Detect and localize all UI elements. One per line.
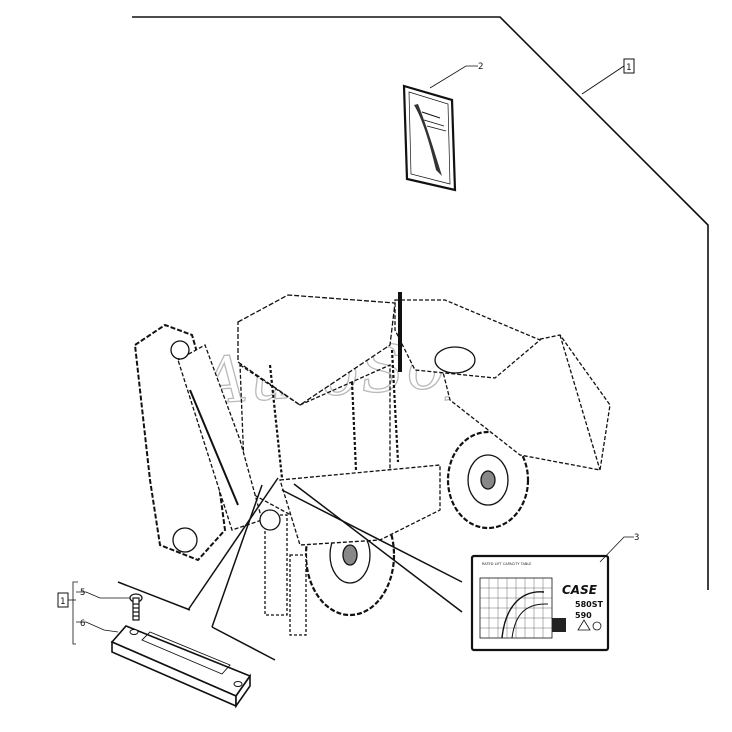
- callout-1-bottom-label: 1: [60, 597, 65, 607]
- callout-6[interactable]: 6: [80, 619, 85, 629]
- callout-1-top[interactable]: 1: [623, 58, 635, 74]
- decal-warning-icon: [577, 619, 602, 631]
- lift-capacity-decal[interactable]: RATED LIFT CAPACITY TABLE CASE 580ST 590: [470, 554, 610, 652]
- callout-1-top-label: 1: [626, 63, 631, 73]
- bolt-part[interactable]: [129, 593, 143, 621]
- decal-chart-title: RATED LIFT CAPACITY TABLE: [482, 562, 532, 566]
- decal-grid: [479, 577, 553, 639]
- decal-model-a: 580ST: [575, 600, 603, 609]
- manual-document-part[interactable]: [402, 84, 457, 192]
- backhoe-loader-illustration: [133, 292, 611, 636]
- callout-2-label: 2: [478, 62, 483, 72]
- callout-3[interactable]: 3: [599, 533, 639, 563]
- callout-5-label: 5: [80, 588, 85, 598]
- callout-2[interactable]: 2: [429, 62, 483, 89]
- decal-brand: CASE: [562, 583, 598, 597]
- callout-6-label: 6: [80, 619, 85, 629]
- bottom-callout-bracket: [68, 581, 130, 645]
- callout-1-bottom[interactable]: 1: [57, 592, 69, 608]
- leader-lines: [117, 477, 463, 661]
- callout-5[interactable]: 5: [80, 588, 85, 598]
- decal-model-b: 590: [575, 611, 592, 620]
- base-plate-part[interactable]: [110, 625, 252, 709]
- assembly-bracket-line: [132, 16, 709, 590]
- callout-3-label: 3: [634, 533, 639, 543]
